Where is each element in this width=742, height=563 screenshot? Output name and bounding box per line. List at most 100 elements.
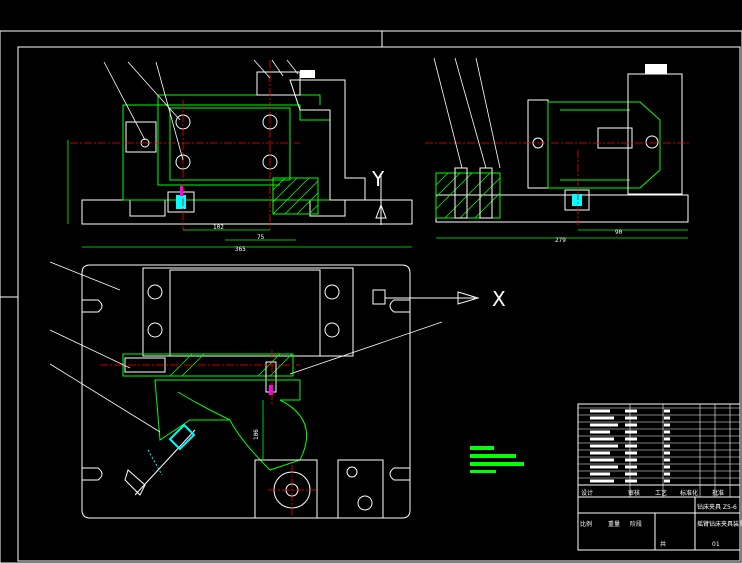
- tb-standard-label: 标准化: [680, 489, 698, 497]
- side-upright: [527, 99, 549, 189]
- side-view: 279 90: [425, 57, 690, 244]
- x-axis-indicator: X: [372, 287, 506, 311]
- plan-lower-pad: [254, 459, 318, 519]
- tb-design-label: 设计: [581, 489, 593, 497]
- x-axis-label: X: [492, 287, 506, 311]
- plan-hole-2: [147, 322, 163, 338]
- tb-name: 钻床夹具 Z5-6: [697, 503, 737, 511]
- front-base: [81, 199, 413, 225]
- front-bushing-hatch: [272, 177, 319, 215]
- front-hole-4: [262, 114, 278, 130]
- dim-side-right: 90: [615, 229, 623, 236]
- title-block-cell: [664, 416, 670, 420]
- title-block-cell: [590, 423, 618, 427]
- side-leaders: [433, 57, 501, 169]
- side-block: [435, 172, 501, 219]
- title-block-cell: [625, 416, 637, 420]
- title-block-cell: [664, 465, 670, 469]
- front-plate: [169, 107, 291, 181]
- plan-hole-5: [346, 466, 358, 478]
- dim-plan-vertical: 106: [253, 429, 260, 440]
- tb-scale-label: 比例: [580, 520, 592, 528]
- title-block-cell: [625, 479, 637, 483]
- tb-review-label: 审核: [628, 489, 640, 497]
- title-block-cell: [625, 465, 637, 469]
- plan-hole-4: [324, 322, 340, 338]
- front-view: 365 102 75: [67, 59, 413, 253]
- front-leaders: [103, 59, 299, 161]
- plan-angled-screw: [124, 423, 196, 496]
- side-column: [627, 73, 683, 195]
- plan-hole-6: [357, 495, 373, 511]
- plan-hole-1: [147, 284, 163, 300]
- title-block-cell: [590, 472, 610, 476]
- title-block-cell: [664, 409, 670, 413]
- front-bolt-stem: [180, 186, 183, 196]
- plan-base: [81, 264, 411, 519]
- title-block-cell: [625, 458, 637, 462]
- title-block-cell: [664, 472, 670, 476]
- front-knob: [300, 70, 315, 78]
- dim-front-right: 75: [257, 234, 265, 241]
- title-block-cell: [625, 430, 637, 434]
- front-support: [289, 79, 366, 201]
- side-center-lines: [425, 142, 690, 225]
- title-block-cell: [590, 437, 614, 441]
- title-block-cell: [664, 423, 670, 427]
- plan-view: 106: [49, 261, 443, 519]
- title-block-cell: [625, 437, 637, 441]
- side-bolt: [572, 194, 582, 206]
- side-hole-1: [645, 135, 659, 149]
- outer-frame: [0, 30, 742, 563]
- title-block-cell: [590, 409, 610, 413]
- plan-hole-3: [324, 284, 340, 300]
- plan-upper-block: [142, 267, 354, 357]
- plan-channel: [169, 269, 321, 357]
- plan-leaders: [49, 261, 443, 433]
- tb-stage-label: 阶段: [630, 520, 642, 528]
- title-block-cell: [590, 444, 618, 448]
- front-dimension-lines: [67, 140, 412, 248]
- title-block: 设计 审核 工艺 标准化 批准 钻床夹具 Z5-6 摇臂钻床夹具装配图 01 比…: [577, 403, 742, 551]
- title-block-cell: [625, 451, 637, 455]
- side-slide: [597, 127, 633, 149]
- side-bolt-seat: [564, 189, 590, 211]
- title-block-cell: [590, 465, 618, 469]
- tb-drawing-no: 01: [712, 541, 720, 548]
- title-block-cell: [625, 472, 637, 476]
- y-axis-indicator: Y: [371, 167, 387, 225]
- side-dimension-lines: [436, 229, 688, 239]
- plan-clamp-inner: [177, 391, 231, 421]
- side-knob: [645, 64, 667, 74]
- plan-slots: [82, 299, 410, 481]
- title-block-cell: [664, 451, 670, 455]
- side-screw-1: [454, 167, 468, 219]
- tb-part-name: 摇臂钻床夹具装配图: [697, 520, 742, 528]
- side-body: [547, 101, 661, 189]
- title-block-cell: [590, 458, 614, 462]
- title-block-cell: [664, 458, 670, 462]
- front-bolt: [176, 195, 186, 209]
- front-clamp-arm: [157, 94, 321, 186]
- title-block-cell: [664, 444, 670, 448]
- y-axis-label: Y: [371, 167, 385, 191]
- title-block-cell: [664, 437, 670, 441]
- title-block-cell: [625, 444, 637, 448]
- side-body-lines: [560, 109, 630, 181]
- side-screw-2: [479, 167, 493, 219]
- title-block-cell: [590, 479, 614, 483]
- title-block-cell: [590, 416, 614, 420]
- title-block-cell: [625, 409, 637, 413]
- front-top-block: [256, 71, 301, 96]
- plan-clamp-arm: [154, 379, 308, 471]
- tb-sheet-label: 共: [660, 540, 666, 548]
- technical-notes: [470, 446, 524, 473]
- plan-pin-tip: [269, 385, 273, 395]
- front-left-block: [125, 121, 157, 153]
- tb-process-label: 工艺: [655, 489, 667, 497]
- plan-center-lines: [100, 350, 316, 518]
- front-bushing: [272, 177, 319, 215]
- title-block-cell: [664, 479, 670, 483]
